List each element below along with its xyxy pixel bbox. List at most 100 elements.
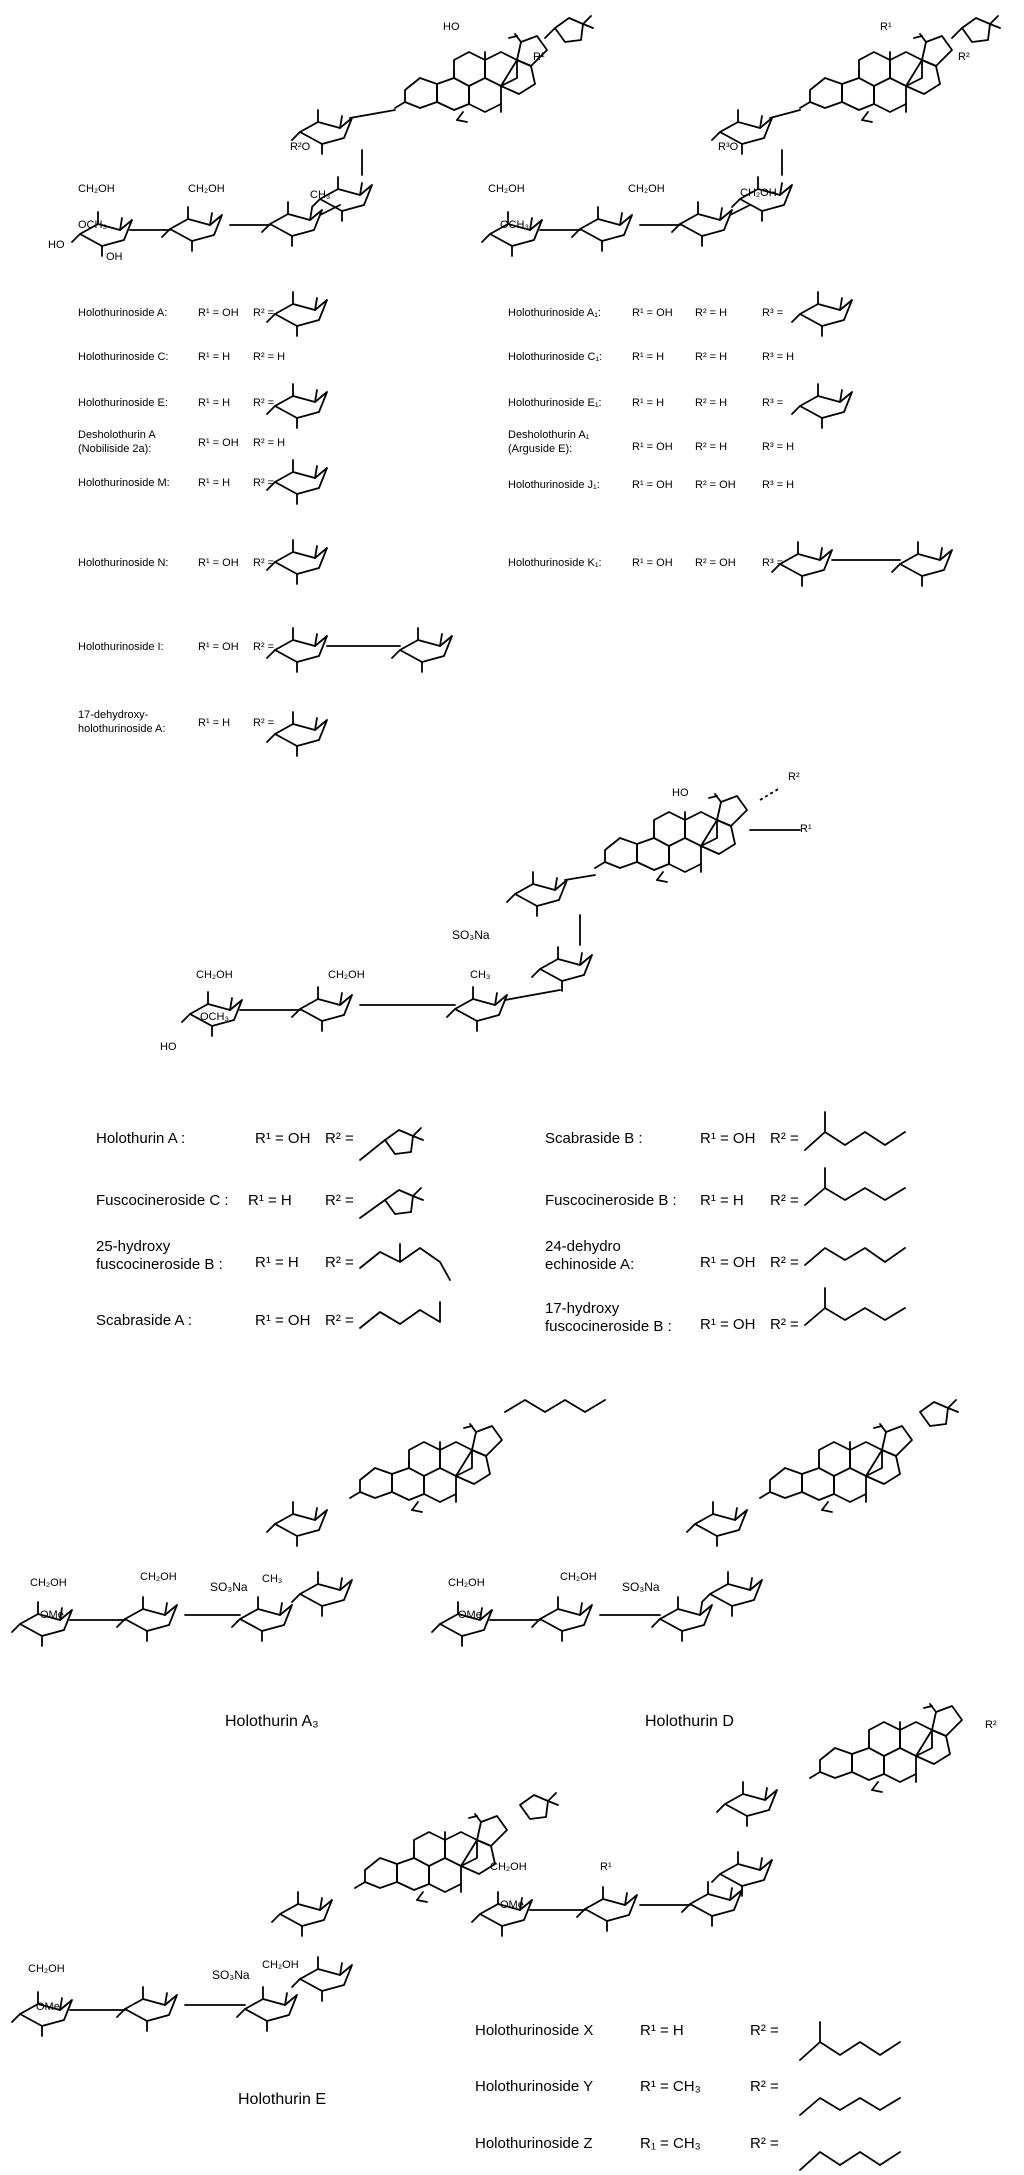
r2-value: R² = — [325, 1192, 354, 1209]
r2-value: R² = — [325, 1312, 354, 1329]
r1-value: R¹ = OH — [255, 1312, 311, 1329]
r2-value: R² = — [770, 1130, 799, 1147]
atom-label-ch2oh: CH₂OH — [488, 183, 525, 195]
panel1-left-structure — [71, 15, 594, 257]
panel3-holothurin-d — [431, 1399, 959, 1647]
r1-value: R¹ = H — [248, 1192, 292, 1209]
atom-label-ch2oh: CH₂OH — [196, 969, 233, 981]
r1-value: R¹ = OH — [632, 557, 673, 569]
atom-label-r1: R¹ — [533, 51, 545, 63]
r1-value: R¹ = OH — [632, 307, 673, 319]
atom-label-r3o: R³O — [718, 141, 739, 153]
r3-value: R³ = H — [762, 479, 795, 491]
r1-value: R¹ = H — [640, 2022, 684, 2039]
compound-name: Holothurinoside C₁: — [508, 351, 603, 363]
atom-label-ch2oh: CH₂OH — [740, 187, 777, 199]
atom-label-ch3: CH₃ — [470, 969, 491, 981]
atom-label-och3: OCH₃ — [200, 1011, 229, 1023]
atom-label-so3na: SO₃Na — [622, 1580, 660, 1594]
r1-value: R¹ = OH — [255, 1130, 311, 1147]
compound-name: Desholothurin A₁ — [508, 429, 590, 441]
atom-label-ch2oh: CH₂OH — [628, 183, 665, 195]
compound-name-line2: (Arguside E): — [508, 443, 573, 455]
compound-name: Holothurinoside J₁: — [508, 479, 600, 491]
compound-name-line2: (Nobiliside 2a): — [78, 443, 152, 455]
atom-label-ch2oh: CH₂OH — [328, 969, 365, 981]
r2-value: R² = — [253, 477, 275, 489]
compound-name: Holothurinoside N: — [78, 557, 169, 569]
compound-name: 25-hydroxy — [96, 1238, 171, 1255]
atom-label-so3na: SO₃Na — [212, 1968, 250, 1982]
atom-label-r1: R¹ — [600, 1861, 612, 1873]
r1-value: R¹ = OH — [700, 1254, 756, 1271]
atom-label-ch3: CH₃ — [310, 189, 331, 201]
compound-name: Desholothurin A — [78, 429, 156, 441]
atom-label-ho: HO — [443, 21, 460, 33]
compound-name: Holothurin A : — [96, 1130, 186, 1147]
r2-value: R² = — [253, 307, 275, 319]
atom-label-ch2oh: CH₂OH — [262, 1959, 299, 1971]
compound-name: 17-dehydroxy- — [78, 709, 149, 721]
atom-label-ho: HO — [672, 787, 689, 799]
atom-label-oh: OH — [106, 251, 123, 263]
compound-name-line2: holothurinoside A: — [78, 723, 166, 735]
r1-value: R¹ = OH — [632, 441, 673, 453]
compound-name: Holothurinoside M: — [78, 477, 170, 489]
atom-label-ch2oh: CH₂OH — [30, 1577, 67, 1589]
compound-label-holothurin-e: Holothurin E — [238, 2091, 327, 2108]
compound-name: 17-hydroxy — [545, 1300, 620, 1317]
atom-label-r1: R¹ — [800, 823, 812, 835]
r2-value: R² = H — [695, 397, 728, 409]
compound-name: Holothurinoside E₁: — [508, 397, 602, 409]
r3-value: R³ = H — [762, 351, 795, 363]
compound-name: Scabraside A : — [96, 1312, 192, 1329]
r1-value: R¹ = H — [700, 1192, 744, 1209]
r2-value: R² = H — [695, 441, 728, 453]
compound-name: 24-dehydro — [545, 1238, 621, 1255]
atom-label-och3: OCH₃ — [500, 219, 529, 231]
panel3-holothurinoside-x — [471, 1703, 963, 2171]
r3-value: R³ = — [762, 307, 784, 319]
r1-value: R₁ = CH₃ — [640, 2135, 701, 2152]
r2-value: R² = — [325, 1254, 354, 1271]
atom-label-ch2oh: CH₂OH — [140, 1571, 177, 1583]
panel2-side-chains — [359, 1111, 906, 1329]
r2-value: R² = H — [695, 307, 728, 319]
atom-label-ch2oh: CH₂OH — [188, 183, 225, 195]
compound-name: Fuscocineroside C : — [96, 1192, 229, 1209]
r2-value: R² = — [325, 1130, 354, 1147]
r1-value: R¹ = H — [632, 351, 665, 363]
r1-value: R¹ = OH — [198, 307, 239, 319]
compound-name: Holothurinoside C: — [78, 351, 169, 363]
atom-label-ch2oh: CH₂OH — [28, 1963, 65, 1975]
r2-value: R² = H — [695, 351, 728, 363]
panel2-structure — [181, 787, 801, 1037]
r2-value: R² = — [750, 2135, 779, 2152]
atom-label-ome: OMe — [458, 1609, 482, 1621]
compound-name: Holothurinoside A: — [78, 307, 168, 319]
atom-label-r2-right: R² — [958, 51, 970, 63]
r1-value: R¹ = H — [255, 1254, 299, 1271]
r3-value: R³ = H — [762, 441, 795, 453]
r1-value: R¹ = OH — [198, 557, 239, 569]
atom-label-r2: R² — [985, 1719, 997, 1731]
atom-label-ome: OMe — [40, 1609, 64, 1621]
compound-name: Holothurinoside K₁: — [508, 557, 602, 569]
atom-label-ch2oh: CH₂OH — [560, 1571, 597, 1583]
panel3-holothurin-e — [11, 1792, 559, 2037]
r1-value: R¹ = OH — [700, 1130, 756, 1147]
compound-name: Holothurinoside Y — [475, 2078, 594, 2095]
compound-name-line2: fuscocineroside B : — [96, 1256, 223, 1273]
atom-label-r2o: R²O — [290, 141, 311, 153]
r1-value: R¹ = H — [198, 351, 231, 363]
r1-value: R¹ = H — [198, 397, 231, 409]
atom-label-och3: OCH₃ — [78, 219, 107, 231]
r2-value: R² = — [750, 2078, 779, 2095]
atom-label-ho: HO — [48, 239, 65, 251]
compound-name-line2: fuscocineroside B : — [545, 1318, 672, 1335]
r1-value: R¹ = H — [198, 477, 231, 489]
r2-value: R² = OH — [695, 557, 736, 569]
r2-value: R² = — [770, 1254, 799, 1271]
r1-value: R¹ = OH — [632, 479, 673, 491]
